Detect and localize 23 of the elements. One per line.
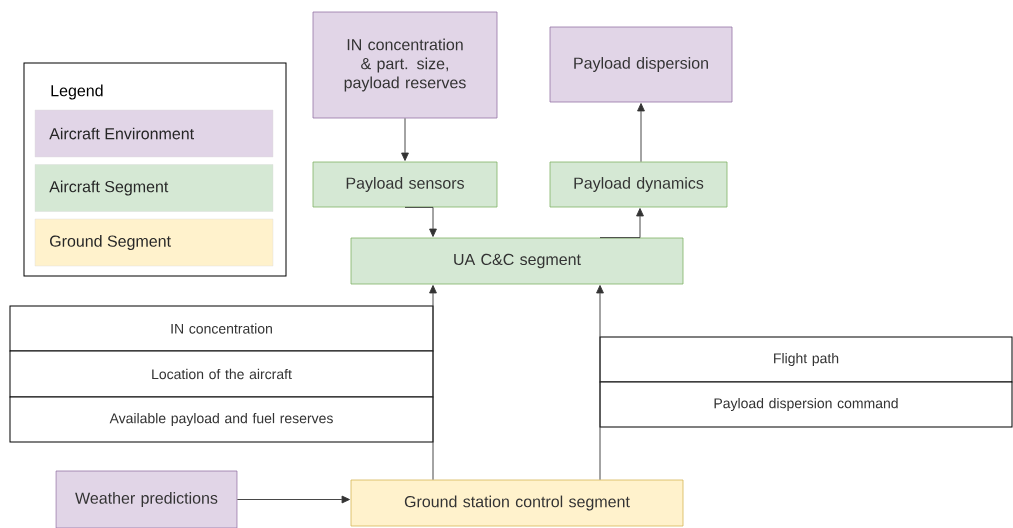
arrow: [637, 103, 645, 163]
message-row: Location of the aircraft: [9, 350, 434, 398]
legend-title: Legend: [51, 84, 103, 100]
segment-box: Ground station control segment: [350, 479, 684, 527]
message-row: Available payload and fuel reserves: [9, 396, 434, 443]
segment-box: Payload dynamics: [549, 161, 728, 208]
arrow: [429, 285, 437, 481]
source-box: Weather predictions: [55, 470, 238, 528]
arrow: [596, 285, 604, 481]
arrow: [404, 206, 437, 237]
segment-box: Payload sensors: [312, 161, 498, 208]
legend-label: Aircraft Segment: [49, 180, 169, 196]
legend-label: Aircraft Environment: [49, 127, 194, 140]
segment-box: UA C&C segment: [350, 237, 684, 285]
legend-label: Ground Segment: [50, 235, 171, 250]
arrow: [236, 495, 350, 504]
message-row: Flight path: [599, 336, 1013, 383]
message-row: IN concentration: [9, 305, 434, 352]
arrow: [599, 208, 644, 239]
arrow: [401, 117, 409, 161]
source-box: IN concentration & part. size, payload reserves: [312, 11, 498, 119]
source-box: Payload dispersion: [549, 26, 733, 103]
message-row: Payload dispersion command: [599, 381, 1013, 428]
